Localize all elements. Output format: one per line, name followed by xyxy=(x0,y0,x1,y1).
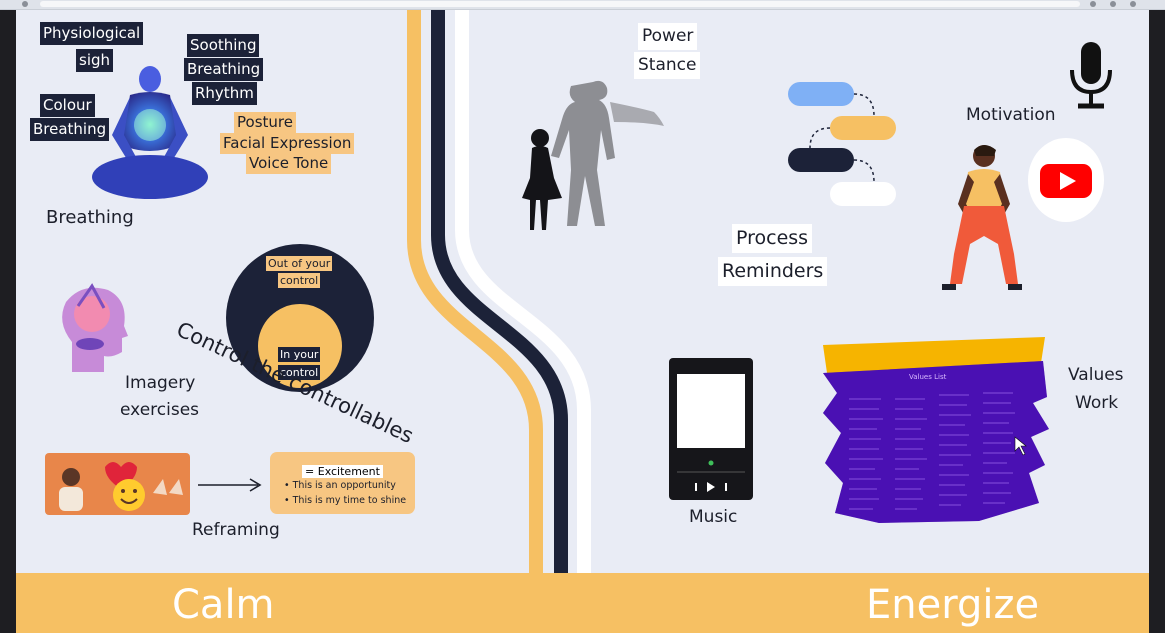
bottom-banner xyxy=(16,573,1149,633)
in-your-control-label: In your xyxy=(278,347,321,362)
calm-heading: Calm xyxy=(172,582,275,628)
bullet-shine: This is my time to shine xyxy=(292,495,407,506)
stance-label: Stance xyxy=(634,52,701,79)
values-list-image xyxy=(823,337,1049,523)
breathing-rhythm-label: Breathing xyxy=(184,58,264,81)
meditation-figure-image xyxy=(92,66,208,199)
posture-label: Posture xyxy=(234,112,296,133)
excitement-title: = Excitement xyxy=(302,465,383,478)
music-player-image xyxy=(669,358,753,500)
reframing-image xyxy=(45,453,190,515)
soothing-label: Soothing xyxy=(187,34,260,57)
athlete-figure-image xyxy=(942,145,1022,290)
process-reminders-graphic xyxy=(788,82,896,206)
physiological-label: Physiological xyxy=(40,22,144,45)
imagery-label: Imagery xyxy=(125,373,196,393)
reminders-label: Reminders xyxy=(718,257,828,286)
address-bar[interactable] xyxy=(40,1,1080,7)
exercises-label: exercises xyxy=(120,400,200,420)
excitement-box: = Excitement • This is an opportunity • … xyxy=(270,452,415,514)
microphone-icon xyxy=(1070,42,1112,109)
extension-icon[interactable] xyxy=(1090,1,1096,7)
presentation-slide: Physiological sigh Soothing Breathing Rh… xyxy=(16,10,1149,633)
facial-expression-label: Facial Expression xyxy=(220,133,355,154)
arrow-icon xyxy=(198,478,262,492)
power-stance-silhouette-image xyxy=(522,80,664,230)
colour-label: Colour xyxy=(40,94,95,117)
out-of-control-label: Out of your xyxy=(266,256,333,271)
bullet-opportunity: This is an opportunity xyxy=(292,480,396,491)
colour-breathing-label: Breathing xyxy=(30,118,110,141)
reframing-label: Reframing xyxy=(192,520,280,540)
voice-tone-label: Voice Tone xyxy=(246,153,332,174)
youtube-icon[interactable] xyxy=(1026,136,1106,224)
head-imagery-image xyxy=(62,283,128,372)
in-your-control-label-2: control xyxy=(278,365,321,380)
values-label: Values xyxy=(1068,365,1124,385)
breathing-section-label: Breathing xyxy=(46,207,134,228)
motivation-label: Motivation xyxy=(966,105,1056,125)
out-of-control-label-2: control xyxy=(278,273,321,288)
values-list-title: Values List xyxy=(909,373,947,381)
music-label: Music xyxy=(689,507,738,527)
reload-icon[interactable] xyxy=(22,1,28,7)
browser-toolbar xyxy=(0,0,1165,10)
work-label: Work xyxy=(1075,393,1119,413)
sigh-label: sigh xyxy=(76,49,114,72)
profile-icon[interactable] xyxy=(1130,1,1136,7)
energize-heading: Energize xyxy=(866,582,1040,628)
bookmark-icon[interactable] xyxy=(1110,1,1116,7)
power-label: Power xyxy=(638,23,698,50)
rhythm-label: Rhythm xyxy=(192,82,257,105)
process-label: Process xyxy=(732,224,813,253)
divider-road-graphic xyxy=(407,10,591,575)
